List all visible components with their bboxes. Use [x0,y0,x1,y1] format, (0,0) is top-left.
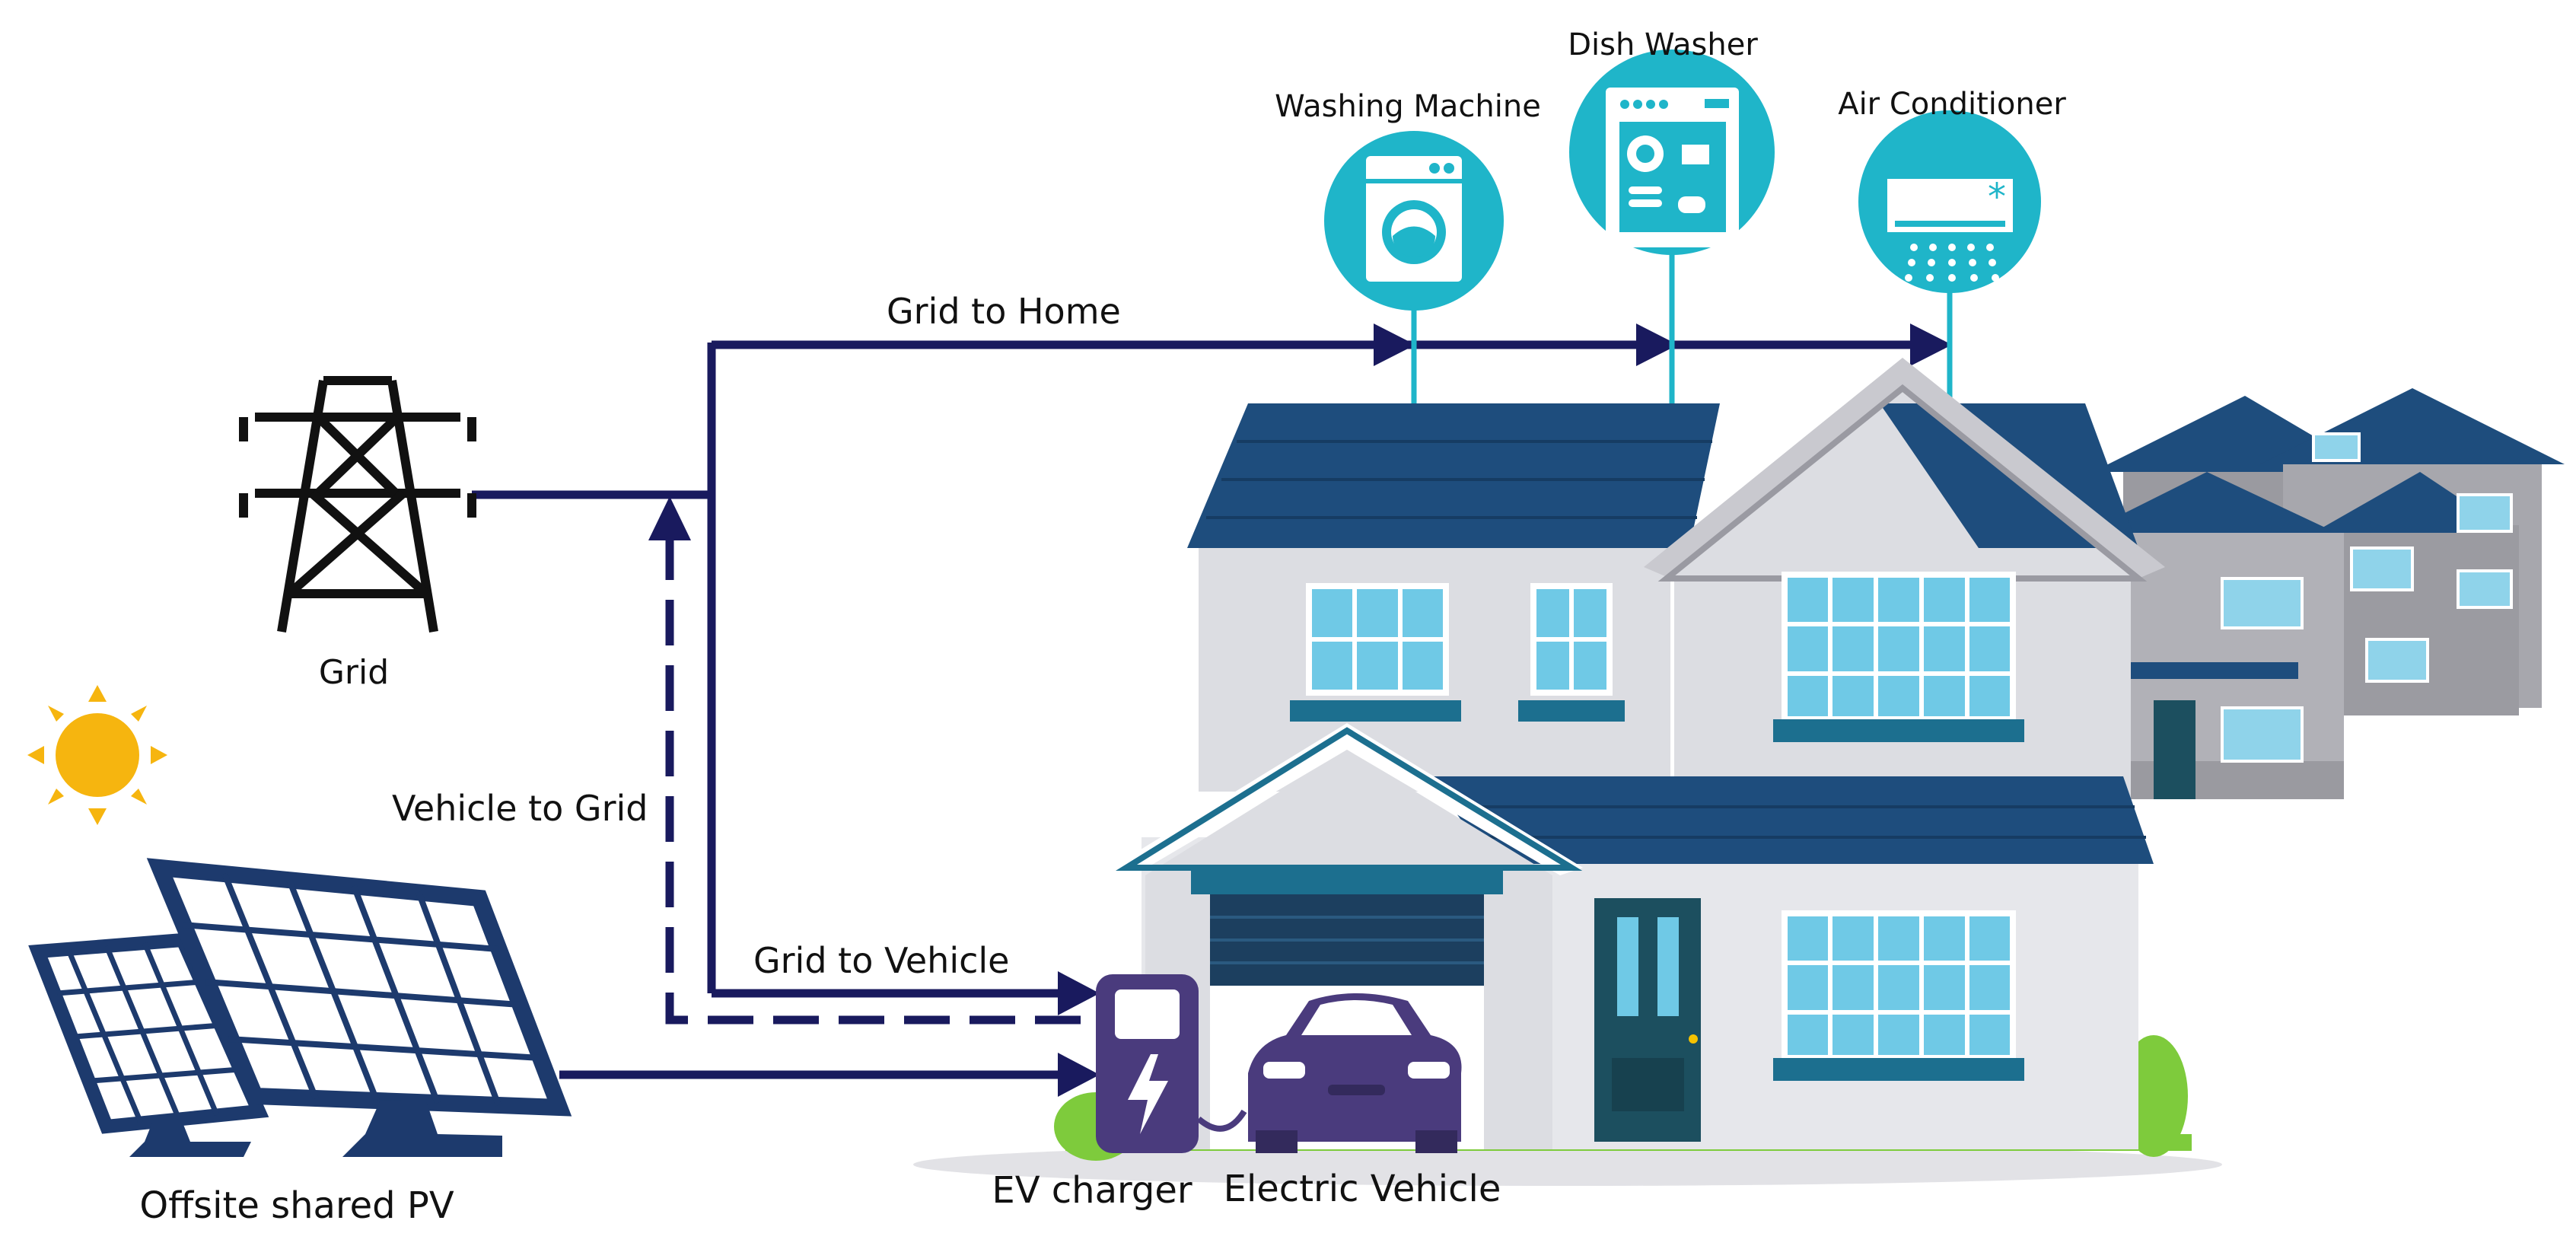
label-grid-to-vehicle: Grid to Vehicle [753,940,1009,981]
label-ev-charger: EV charger [992,1169,1192,1212]
arrow-dish-washer [1636,323,1678,366]
label-air-conditioner: Air Conditioner [1838,87,2066,122]
label-dish-washer: Dish Washer [1568,27,1758,62]
arrow-pv-to-charger [1058,1053,1100,1097]
dish-washer-icon [1569,49,1775,255]
label-offsite-pv: Offsite shared PV [139,1184,454,1227]
sun-icon [27,685,167,825]
flow-lines [472,340,1944,1079]
label-electric-vehicle: Electric Vehicle [1224,1168,1501,1210]
arrowheads [648,323,1952,1097]
ev-charger-icon [1096,974,1247,1153]
label-washing-machine: Washing Machine [1275,89,1541,124]
label-grid-to-home: Grid to Home [887,291,1121,332]
grid-tower-icon [239,376,476,633]
vehicle-to-grid-line [665,533,1081,1025]
washing-machine-icon [1324,131,1504,311]
arrow-air-conditioner [1910,323,1952,366]
arrow-vehicle-to-grid [648,496,691,540]
car-icon [1248,993,1462,1153]
labels: Grid Offsite shared PV Vehicle to Grid G… [139,27,2066,1227]
label-grid: Grid [319,653,389,692]
label-vehicle-to-grid: Vehicle to Grid [392,788,648,829]
arrow-grid-to-vehicle [1058,971,1100,1015]
solar-panel-icon [28,858,572,1157]
neighbourhood-houses [2085,388,2565,799]
air-conditioner-icon: * [1858,110,2041,293]
svg-text:*: * [1988,176,2006,218]
appliance-connectors [1411,251,1953,403]
arrow-washing-machine [1374,323,1415,366]
house-icon [913,358,2222,1186]
